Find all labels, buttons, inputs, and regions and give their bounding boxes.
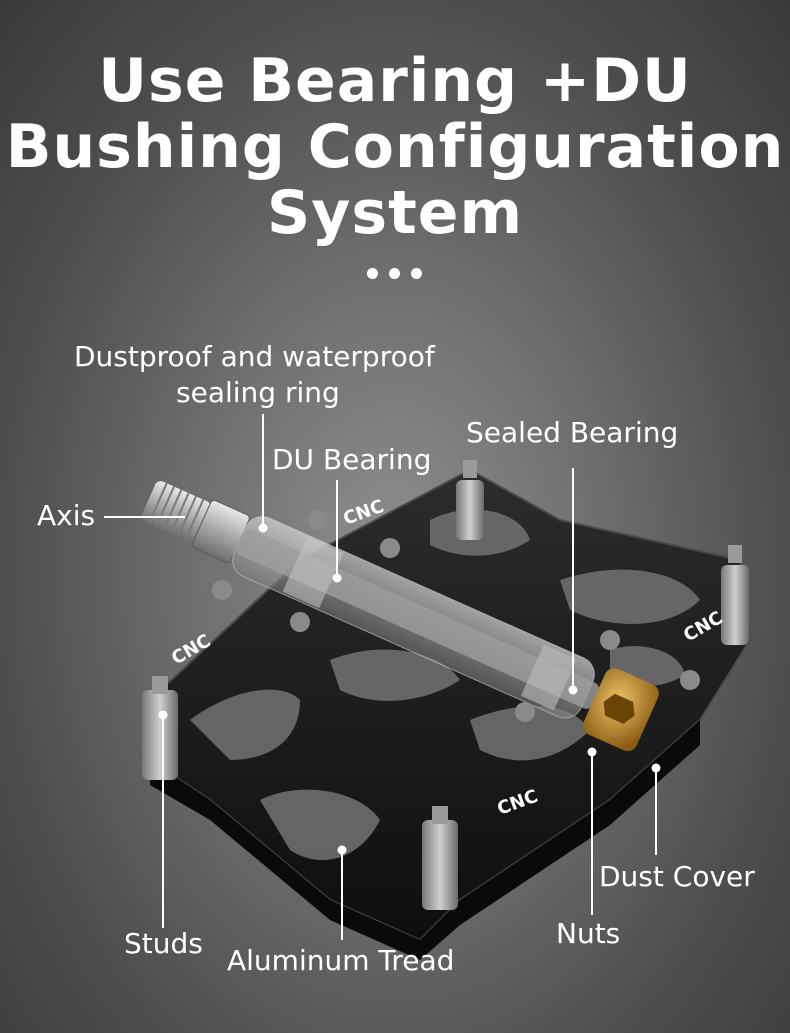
leader-lines [104, 414, 661, 940]
page-title: Use Bearing +DU Bushing Configuration Sy… [0, 48, 790, 246]
label-dust-cover: Dust Cover [599, 860, 755, 893]
dot [411, 268, 422, 279]
label-dustproof-line-2: sealing ring [176, 376, 340, 409]
title-line-3: System [267, 178, 523, 248]
title-line-1: Use Bearing +DU [98, 46, 692, 116]
dot [389, 268, 400, 279]
dot [367, 268, 378, 279]
label-studs: Studs [124, 927, 203, 960]
label-axis: Axis [37, 499, 96, 532]
title-line-2: Bushing Configuration [5, 112, 785, 182]
tread-cutouts [190, 509, 700, 860]
label-sealed-bearing: Sealed Bearing [466, 416, 679, 449]
axle [141, 481, 659, 752]
label-aluminum-tread: Aluminum Tread [227, 944, 455, 977]
label-dustproof-line-1: Dustproof and waterproof [74, 340, 435, 373]
studs [142, 460, 749, 910]
label-nuts: Nuts [556, 917, 621, 950]
ellipsis-dots [365, 268, 425, 280]
label-du-bearing: DU Bearing [272, 443, 432, 476]
